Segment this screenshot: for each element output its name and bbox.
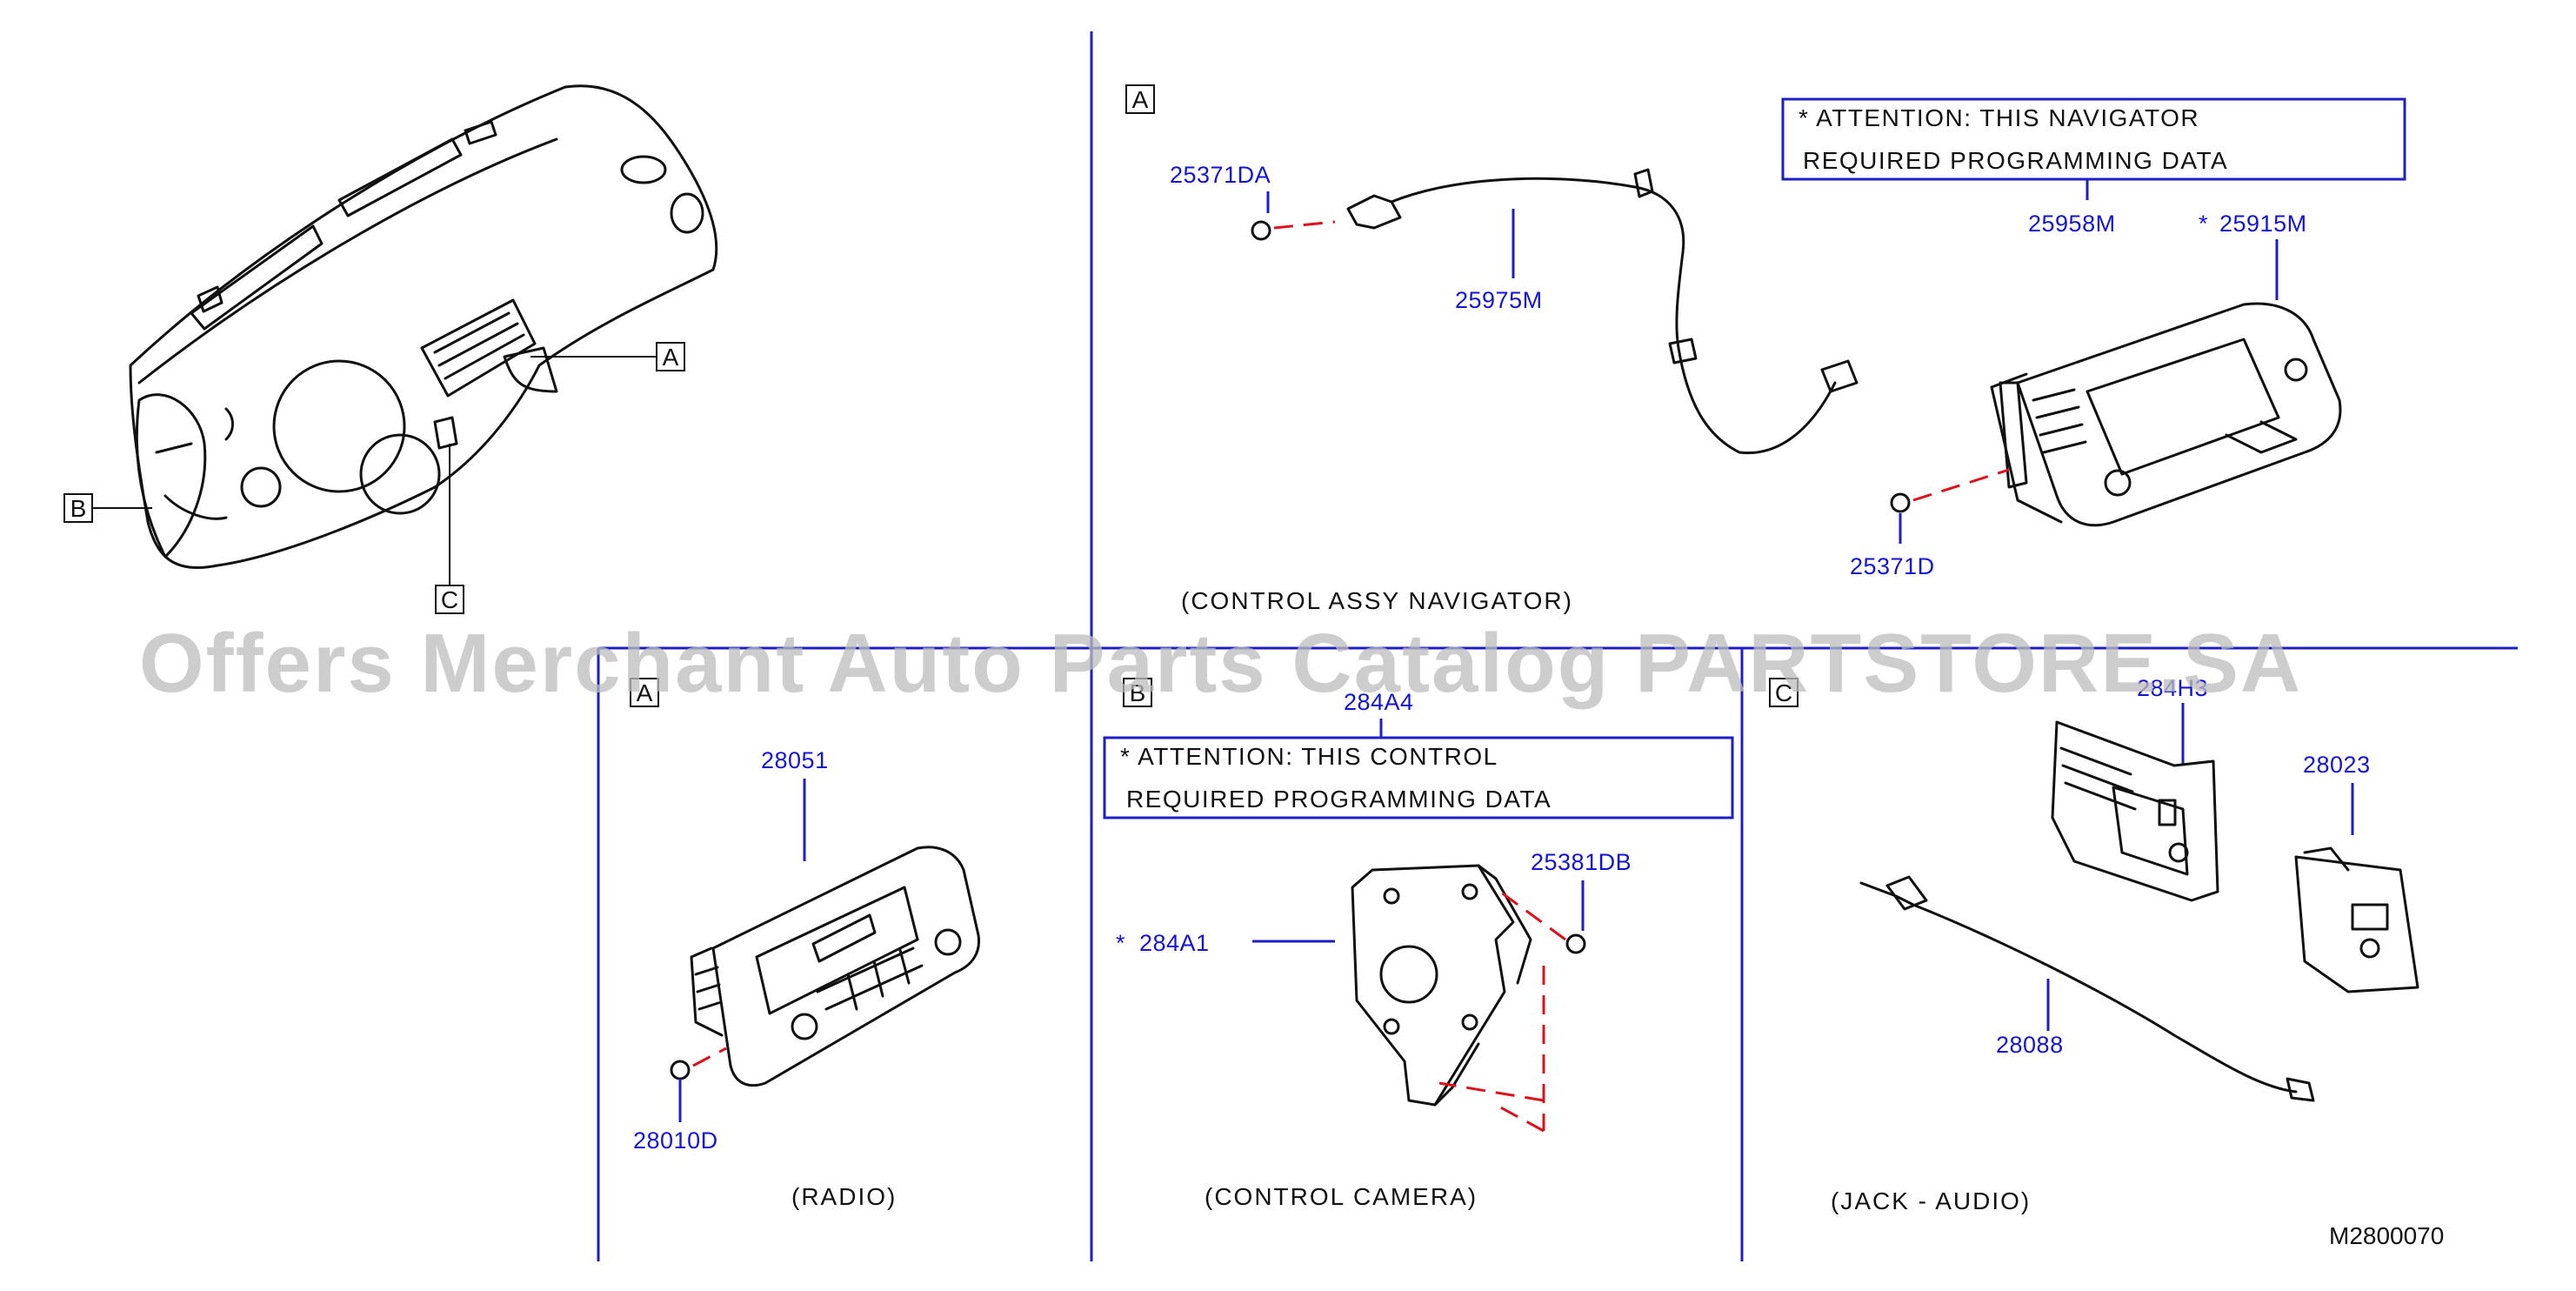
navigator-attention-note — [1781, 97, 2406, 181]
svg-text:A: A — [1132, 86, 1149, 113]
diagram-code: M2800070 — [2329, 1222, 2444, 1249]
navigator-unit — [2016, 302, 2342, 527]
usb-jack-unit — [2051, 720, 2219, 902]
screw-icon — [1890, 492, 1911, 513]
radio-unit — [711, 846, 981, 1087]
svg-text:A: A — [637, 679, 653, 706]
part-number-28051: 28051 — [761, 747, 829, 773]
part-number-25958M: 25958M — [2028, 211, 2116, 237]
navigator-harness — [1346, 194, 1402, 230]
svg-text:A: A — [663, 344, 679, 371]
section-a-radio: A 28051 28010D (RADIO) — [630, 678, 981, 1210]
svg-text:C: C — [1775, 679, 1792, 706]
camera-bracket — [1351, 864, 1515, 1107]
part-number-28023: 28023 — [2303, 752, 2371, 778]
star-marker: * — [2199, 211, 2208, 237]
part-number-25915M: 25915M — [2219, 211, 2307, 237]
section-c-jack-audio: C 284H3 28023 28088 (JACK - AUDIO) — [1769, 675, 2419, 1214]
svg-text:* ATTENTION: THIS NAVIGATOR: * ATTENTION: THIS NAVIGATOR — [1799, 104, 2199, 131]
svg-text:B: B — [70, 495, 87, 522]
callout-a-overview: A — [531, 342, 685, 371]
camera-attention-note — [1103, 736, 1734, 819]
aux-jack-unit — [2294, 855, 2419, 993]
part-number-25381DB: 25381DB — [1531, 849, 1632, 875]
svg-text:C: C — [441, 586, 458, 613]
audio-harness — [1859, 881, 2298, 1094]
part-number-25371D: 25371D — [1850, 553, 1935, 579]
svg-text:REQUIRED PROGRAMMING DATA: REQUIRED PROGRAMMING DATA — [1803, 147, 2228, 174]
watermark: Offers Merchant Auto Parts Catalog PARTS… — [139, 617, 2302, 710]
callout-c-overview: C — [435, 444, 464, 614]
dashboard-illustration — [129, 84, 718, 570]
svg-text:* ATTENTION: THIS CONTROL: * ATTENTION: THIS CONTROL — [1120, 743, 1498, 770]
svg-text:B: B — [1130, 679, 1146, 706]
part-number-25371DA: 25371DA — [1170, 162, 1271, 188]
section-dividers — [597, 31, 2518, 1261]
caption-radio: (RADIO) — [791, 1183, 897, 1210]
part-number-28010D: 28010D — [633, 1127, 718, 1154]
part-number-28088: 28088 — [1996, 1032, 2064, 1058]
part-number-25975M: 25975M — [1455, 287, 1543, 313]
part-number-284A4: 284A4 — [1344, 689, 1414, 715]
star-marker: * — [1116, 930, 1125, 956]
svg-text:REQUIRED PROGRAMMING DATA: REQUIRED PROGRAMMING DATA — [1126, 786, 1552, 813]
section-b-camera: B 284A4 * ATTENTION: THIS CONTROL REQUIR… — [1103, 678, 1734, 1210]
screw-icon — [1565, 933, 1586, 954]
caption-jack-audio: (JACK - AUDIO) — [1831, 1187, 2031, 1214]
caption-camera: (CONTROL CAMERA) — [1205, 1183, 1478, 1210]
section-a-navigator: A 25371DA 25975M * ATTENTION: THIS NAVIG… — [1125, 84, 2406, 614]
part-number-284H3: 284H3 — [2137, 675, 2208, 701]
callout-b-overview: B — [63, 493, 152, 523]
screw-icon — [670, 1060, 691, 1080]
caption-navigator: (CONTROL ASSY NAVIGATOR) — [1181, 587, 1573, 614]
part-number-284A1: 284A1 — [1139, 930, 1210, 956]
screw-icon — [1251, 220, 1271, 241]
